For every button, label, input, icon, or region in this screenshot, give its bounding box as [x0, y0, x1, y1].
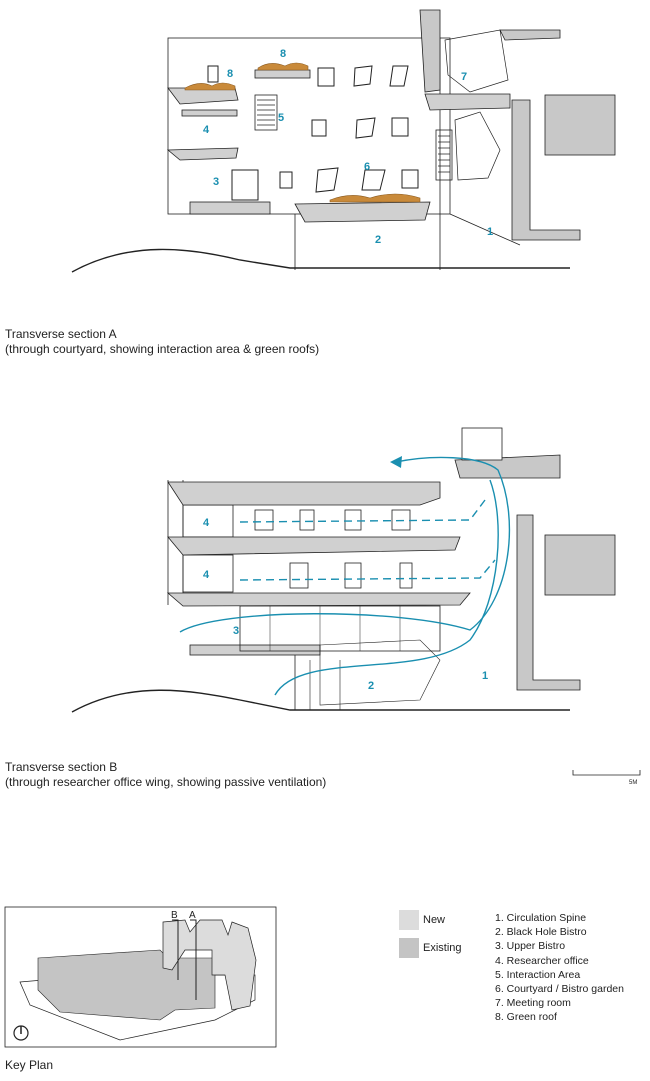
room-list-item: 8. Green roof [495, 1011, 557, 1024]
key-plan-drawing: B A [4, 906, 277, 1048]
legend-new-swatch [399, 910, 419, 930]
room-list-item: 3. Upper Bistro [495, 940, 566, 953]
section-b-label: 3 [233, 625, 239, 637]
section-b-label: 2 [368, 680, 374, 692]
section-a-caption: Transverse section A (through courtyard,… [5, 327, 319, 357]
section-a-label: 5 [278, 112, 284, 124]
section-a-drawing: 8 8 7 4 5 6 3 2 1 5M [71, 9, 616, 273]
section-a-label: 2 [375, 234, 381, 246]
section-b-caption: Transverse section B (through researcher… [5, 760, 326, 790]
section-a-label: 3 [213, 176, 219, 188]
legend-existing-swatch [399, 938, 419, 958]
section-b-label: 4 [203, 517, 210, 529]
room-list-item: 6. Courtyard / Bistro garden [495, 983, 624, 996]
section-a-label: 4 [203, 124, 210, 136]
section-b-drawing: 4 4 3 2 1 5M [71, 427, 641, 786]
room-list-item: 4. Researcher office [495, 954, 589, 967]
section-b-title: Transverse section B [5, 760, 118, 774]
section-a-label: 8 [280, 48, 286, 60]
key-plan-cut-b: B [171, 910, 178, 921]
section-a-label: 6 [364, 161, 370, 173]
room-list-item: 7. Meeting room [495, 997, 571, 1010]
section-b-subtitle: (through researcher office wing, showing… [5, 775, 327, 789]
section-a-title: Transverse section A [5, 327, 117, 341]
section-a-label: 7 [461, 71, 467, 83]
key-plan-title: Key Plan [5, 1058, 54, 1072]
room-list-item: 5. Interaction Area [495, 968, 581, 981]
section-b-label: 1 [482, 670, 488, 682]
north-arrow-icon [13, 1025, 29, 1041]
room-list: 1. Circulation Spine 2. Black Hole Bistr… [495, 911, 624, 1025]
section-b-scale-label: 5M [629, 780, 637, 786]
section-b-label: 4 [203, 569, 210, 581]
legend-new-label: New [423, 914, 446, 926]
key-plan-cut-a: A [189, 910, 196, 921]
room-list-item: 1. Circulation Spine [495, 912, 587, 924]
section-a-label: 1 [487, 226, 493, 238]
section-a-label: 8 [227, 68, 233, 80]
room-list-item: 2. Black Hole Bistro [495, 926, 587, 939]
legend-existing-label: Existing [423, 942, 462, 954]
section-a-subtitle: (through courtyard, showing interaction … [5, 342, 320, 356]
